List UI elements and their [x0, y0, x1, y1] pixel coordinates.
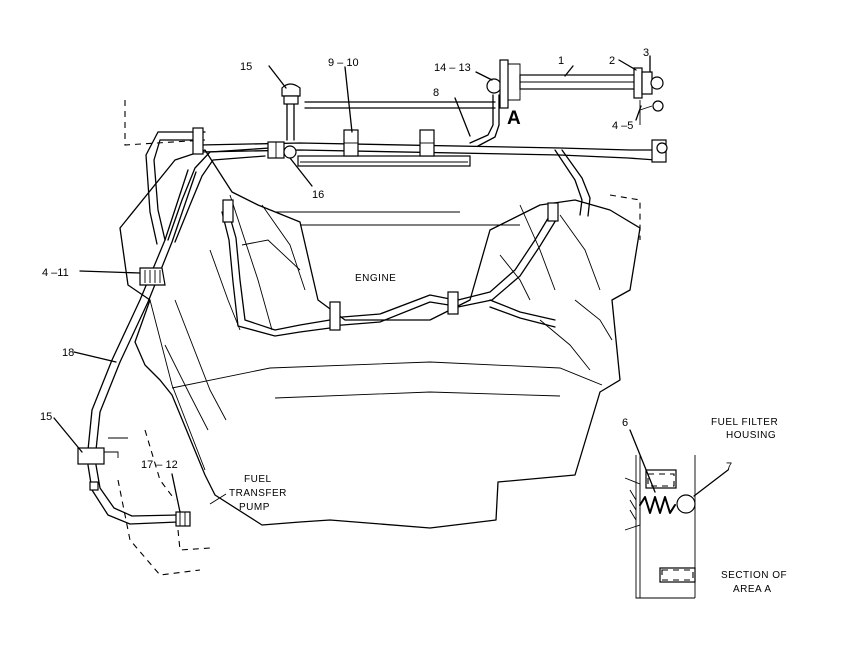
tee-fitting-16	[267, 141, 297, 159]
callout-3: 3	[643, 47, 649, 59]
callout-8: 8	[433, 87, 439, 99]
callout-15-top: 15	[240, 61, 252, 73]
callout-1: 1	[558, 55, 564, 67]
engine-block	[117, 100, 641, 576]
callout-17-12: 17 – 12	[141, 459, 178, 471]
fuel-transfer-pump-label-3: PUMP	[239, 502, 270, 513]
head-connections	[221, 199, 559, 337]
callouts: 1 2 3 4 –5 15 9 – 10 14 – 13 8 16 4 –11 …	[40, 47, 732, 473]
manifold-clips	[192, 127, 435, 157]
engine-label: ENGINE	[355, 273, 396, 284]
section-area-a-inset	[624, 455, 696, 599]
callout-9-10: 9 – 10	[328, 57, 359, 69]
fuel-line-18	[77, 169, 211, 551]
fuel-transfer-pump-label-1: FUEL	[244, 474, 272, 485]
leader-lines	[53, 55, 729, 513]
callout-4-5: 4 –5	[612, 120, 633, 132]
section-label-2: AREA A	[733, 584, 772, 595]
fuel-filter-housing-label-1: FUEL FILTER	[711, 417, 778, 428]
callout-15-bottom: 15	[40, 411, 52, 423]
notes: ENGINE A FUEL TRANSFER PUMP FUEL FILTER …	[229, 108, 787, 595]
area-a-marker: A	[507, 108, 521, 129]
callout-14-13: 14 – 13	[434, 62, 471, 74]
callout-18: 18	[62, 347, 74, 359]
callout-4-11: 4 –11	[42, 267, 69, 279]
callout-2: 2	[609, 55, 615, 67]
callout-7: 7	[726, 461, 732, 473]
callout-16: 16	[312, 189, 324, 201]
fuel-transfer-pump-label-2: TRANSFER	[229, 488, 287, 499]
callout-6: 6	[622, 417, 628, 429]
section-label-1: SECTION OF	[721, 570, 787, 581]
fitting-14-13	[486, 59, 521, 109]
fuel-filter-housing-label-2: HOUSING	[726, 430, 776, 441]
fuel-manifold	[145, 94, 661, 245]
fuel-filter-assembly	[519, 67, 668, 163]
